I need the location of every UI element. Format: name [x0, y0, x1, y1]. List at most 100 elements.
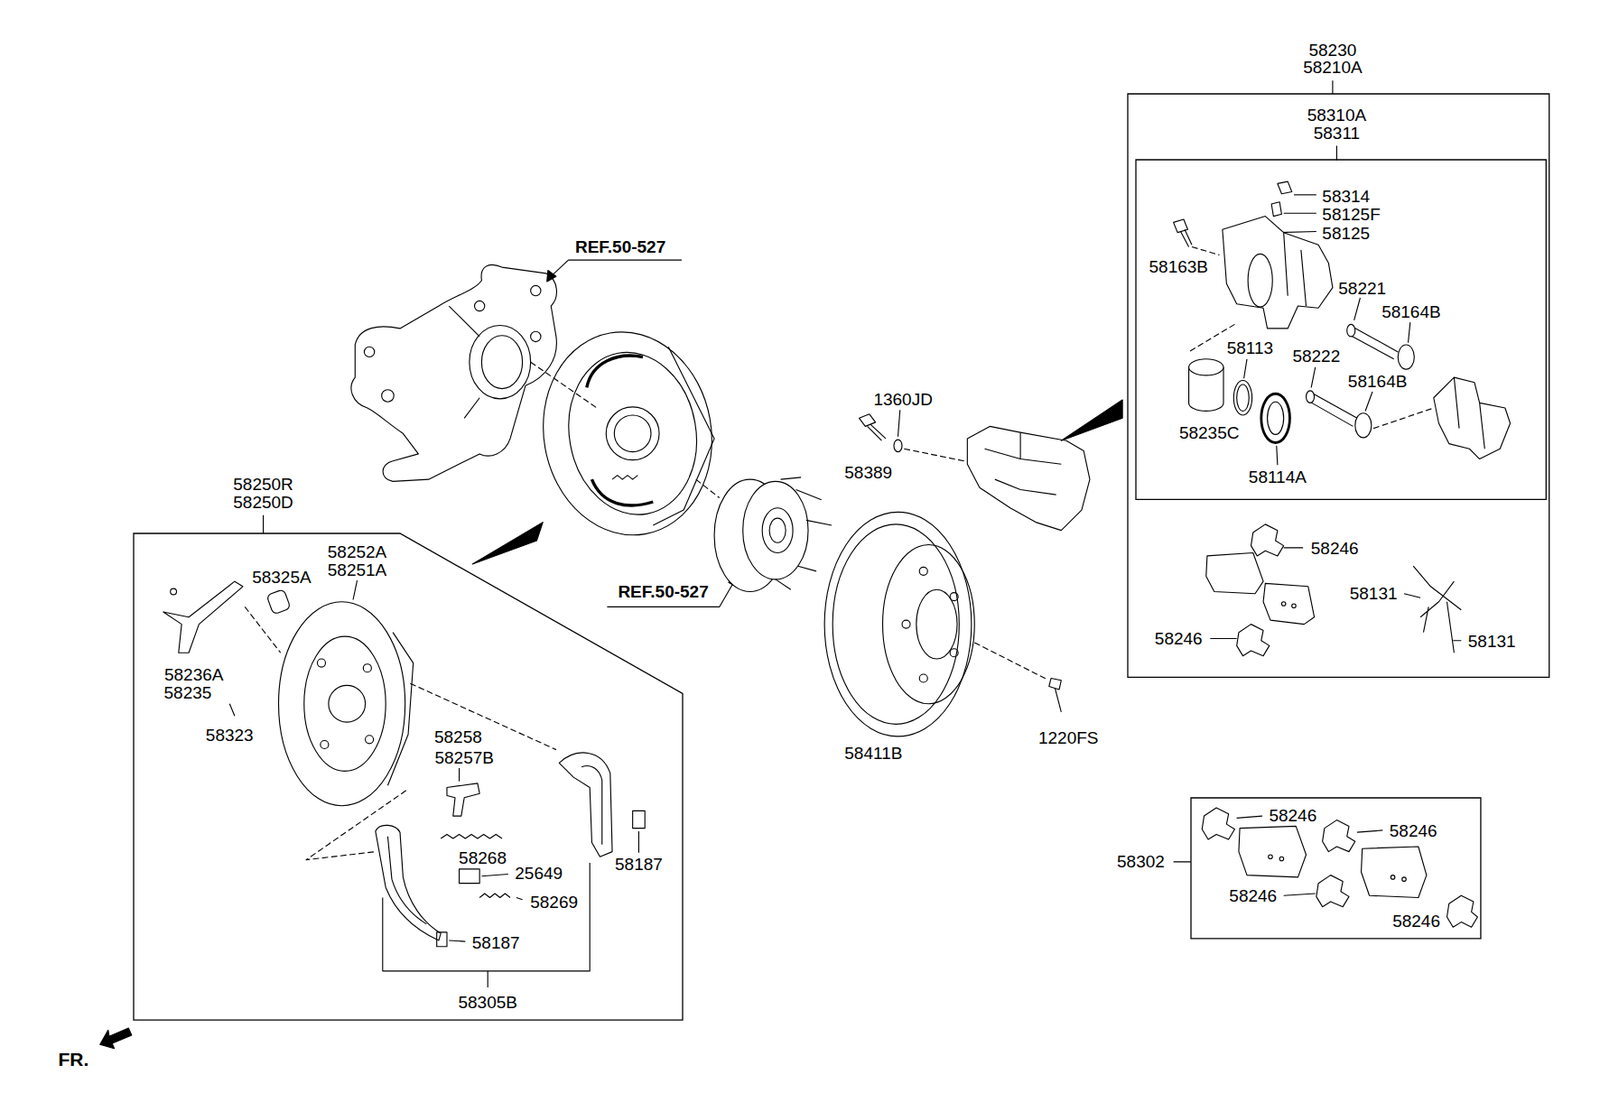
callout-number: 58163B	[1147, 257, 1211, 275]
parking-brake-parts-shape	[387, 632, 413, 787]
caliper-exploded-shape	[1189, 359, 1224, 376]
callout-number: 58314	[1320, 186, 1372, 205]
parking-brake-parts-shape	[229, 704, 235, 717]
parking-brake-parts-shape	[448, 940, 466, 942]
parking-brake-backing-plate-shape	[527, 318, 728, 549]
brake-disc-shape	[832, 524, 959, 726]
bolt-and-washer-shape	[893, 439, 903, 453]
part-number: 58311	[1307, 124, 1368, 143]
callout-number: 58251A	[325, 560, 390, 578]
callout-number: 58125	[1320, 223, 1372, 242]
brake-disc-shape	[949, 649, 959, 658]
brake-disc	[824, 511, 975, 737]
parking-brake-parts-shape	[516, 897, 523, 900]
callout-number: 58246	[1309, 539, 1361, 557]
parking-brake-parts-shape	[437, 932, 447, 948]
wheel-hub-shape	[775, 477, 832, 590]
part-number: 58302	[1116, 853, 1165, 872]
box-border	[1190, 798, 1481, 940]
parking-brake-parts-shape	[304, 636, 386, 772]
parts-group-box: 5823058210A58310A58311	[1127, 93, 1550, 678]
box-outline	[133, 533, 683, 1021]
parts-group-box: 58250R58250D	[133, 533, 683, 1021]
detail-pointer-shape	[1060, 400, 1123, 441]
callout-number: 58125F	[1320, 205, 1382, 224]
brake-pads	[1206, 524, 1462, 657]
parking-brake-backing-plate	[527, 318, 728, 549]
callout-number: 58269	[528, 893, 580, 912]
illustration-layer	[100, 80, 1511, 1049]
callout-number: 58131	[1348, 584, 1400, 602]
bolt-and-washer-shape	[897, 409, 900, 437]
pad-kit-shape	[1279, 856, 1284, 862]
parking-brake-parts-shape	[387, 837, 427, 925]
parking-brake-parts-shape	[170, 588, 177, 596]
parking-brake-parts-shape	[365, 735, 374, 745]
detail-pointer-shape	[472, 522, 543, 565]
callout-number: 58246	[1266, 806, 1319, 824]
caliper-exploded-shape	[1283, 213, 1317, 214]
parking-brake-parts-shape	[362, 664, 372, 673]
parking-brake-parts-shape	[458, 768, 460, 782]
reference-label: REF.50-527	[615, 583, 710, 601]
caliper-exploded-shape	[1181, 229, 1192, 247]
parking-brake-parts-shape	[163, 581, 243, 653]
parking-brake-parts-shape	[632, 810, 646, 828]
brake-pads-shape	[1404, 594, 1461, 642]
caliper-exploded-shape	[1355, 413, 1372, 438]
direction-label: FR.	[55, 1050, 91, 1070]
callout-number: 1360JD	[871, 390, 935, 408]
callout-number: 58258	[432, 727, 484, 745]
parking-brake-backing-plate-shape	[530, 362, 720, 498]
steering-knuckle-shape	[381, 390, 395, 403]
parking-brake-parts-shape	[479, 893, 511, 899]
caliper-exploded-shape	[1191, 246, 1220, 255]
box-leader-shape	[263, 80, 1338, 863]
parking-brake-parts-shape	[409, 683, 557, 750]
parking-brake-parts-shape	[328, 685, 366, 723]
brake-disc-shape	[883, 544, 976, 704]
caliper-exploded-shape	[1397, 344, 1414, 370]
pad-kit-shape	[1268, 855, 1274, 860]
brake-pads-shape	[1281, 602, 1286, 607]
pad-kit-shape	[1322, 820, 1356, 853]
caliper-exploded-shape	[1348, 326, 1398, 360]
callout-number: 58235C	[1177, 424, 1242, 442]
reference-leader-shape	[551, 260, 682, 276]
caliper-exploded-shape	[1222, 216, 1333, 329]
brake-disc-shape	[919, 567, 928, 576]
brake-pads-shape	[1209, 548, 1303, 640]
pad-kit-shape	[1201, 808, 1235, 840]
parking-brake-parts	[163, 580, 645, 988]
pad-kit-shape	[1237, 816, 1263, 819]
steering-knuckle	[351, 264, 557, 482]
callout-number: 58236A	[162, 665, 226, 683]
part-number: 58250D	[232, 493, 294, 512]
pad-kit-shape	[1361, 846, 1427, 899]
callout-number: 58114A	[1246, 467, 1309, 485]
callout-number: 58323	[204, 725, 256, 744]
brake-disc-shape	[824, 511, 972, 737]
group-heading: 58302	[1115, 853, 1167, 872]
caliper-exploded-shape	[1306, 390, 1315, 404]
group-heading: 58250R58250D	[231, 475, 296, 512]
wheel-hub-shape	[762, 508, 793, 554]
wheel-hub-shape	[743, 481, 809, 579]
bolt-and-washer-shape	[974, 642, 1047, 680]
callout-number: 58187	[470, 934, 522, 952]
parking-brake-backing-plate-shape	[652, 346, 715, 526]
detail-pointer	[472, 400, 1123, 565]
callout-number: 58252A	[325, 543, 390, 561]
parking-brake-parts-shape	[446, 783, 480, 817]
brake-pads-shape	[1292, 604, 1297, 609]
brake-disc-shape	[949, 593, 959, 602]
reference-label: REF.50-527	[573, 238, 668, 256]
parking-brake-backing-plate-shape	[605, 407, 660, 461]
caliper-exploded-shape	[1347, 324, 1356, 337]
pad-kit-shape	[1283, 893, 1316, 896]
brake-caliper-shape	[985, 432, 1062, 495]
parking-brake-parts-shape	[581, 766, 603, 846]
bolt-and-washer-shape	[859, 414, 876, 428]
part-number: 58310A	[1307, 106, 1368, 125]
callout-number: 58246	[1153, 630, 1205, 648]
